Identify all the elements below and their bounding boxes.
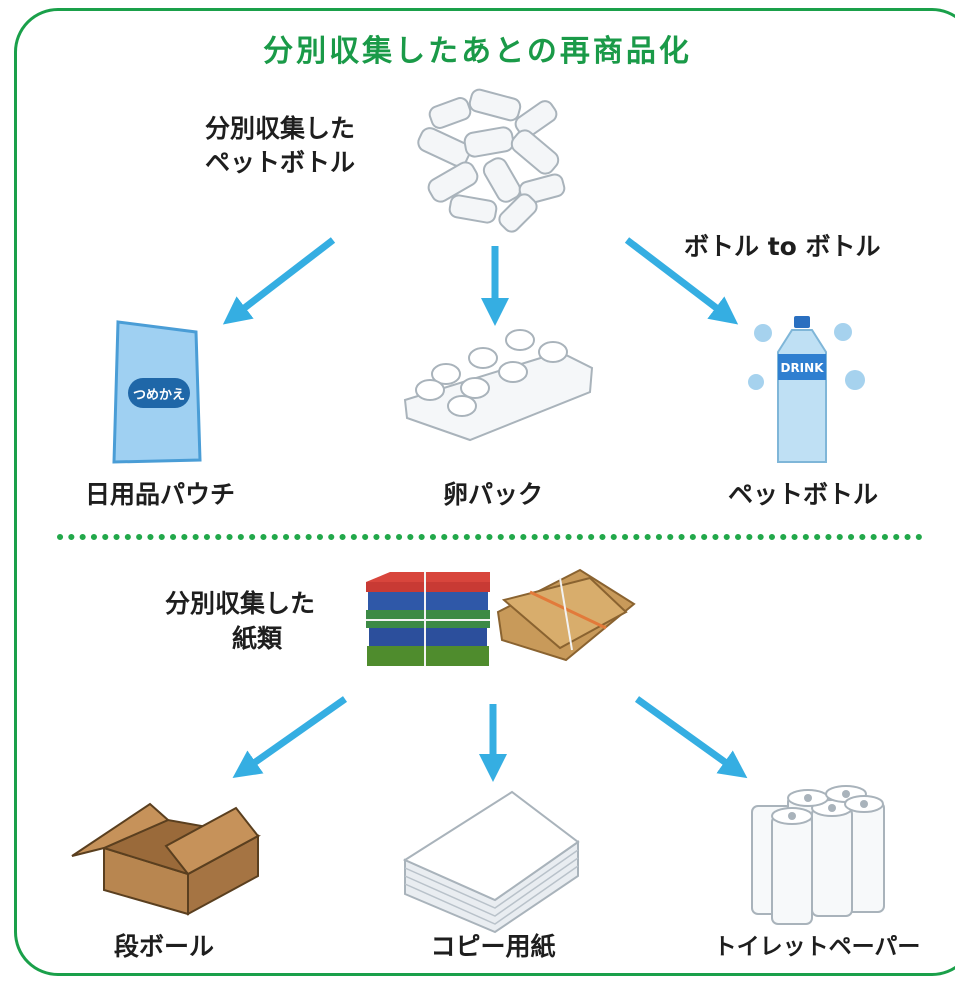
pet-bottle-label-band — [778, 354, 826, 380]
paper-source-label-line2: 紙類 — [232, 624, 283, 653]
arrow-to-toilet-paper — [634, 696, 748, 779]
pet-source-label-line2: ペットボトル — [205, 148, 356, 177]
paper-source-label-line1: 分別収集した — [165, 589, 316, 618]
diagram-frame — [14, 8, 955, 976]
pet-bottle-label-text: DRINK — [780, 361, 824, 375]
bottle-to-bottle-label: ボトル to ボトル — [684, 232, 881, 261]
arrow-to-cardboard — [232, 696, 348, 779]
arrow-to-pouch — [222, 237, 336, 325]
product-label-cardboard: 段ボール — [113, 932, 215, 961]
diagram-title: 分別収集したあとの再商品化 — [263, 34, 692, 69]
section-divider — [57, 534, 925, 540]
product-label-daily-pouch: 日用品パウチ — [84, 480, 236, 509]
product-label-pet-bottle: ペットボトル — [727, 480, 879, 509]
product-label-copy-paper: コピー用紙 — [430, 932, 556, 961]
product-label-egg-pack: 卵パック — [442, 480, 544, 509]
pouch-label-badge — [128, 378, 190, 408]
pouch-label-text: つめかえ — [133, 388, 185, 403]
pet-source-label-line1: 分別収集した — [205, 114, 356, 143]
arrow-to-pet-bottle — [624, 237, 739, 325]
product-label-toilet-paper: トイレットペーパー — [713, 934, 921, 960]
